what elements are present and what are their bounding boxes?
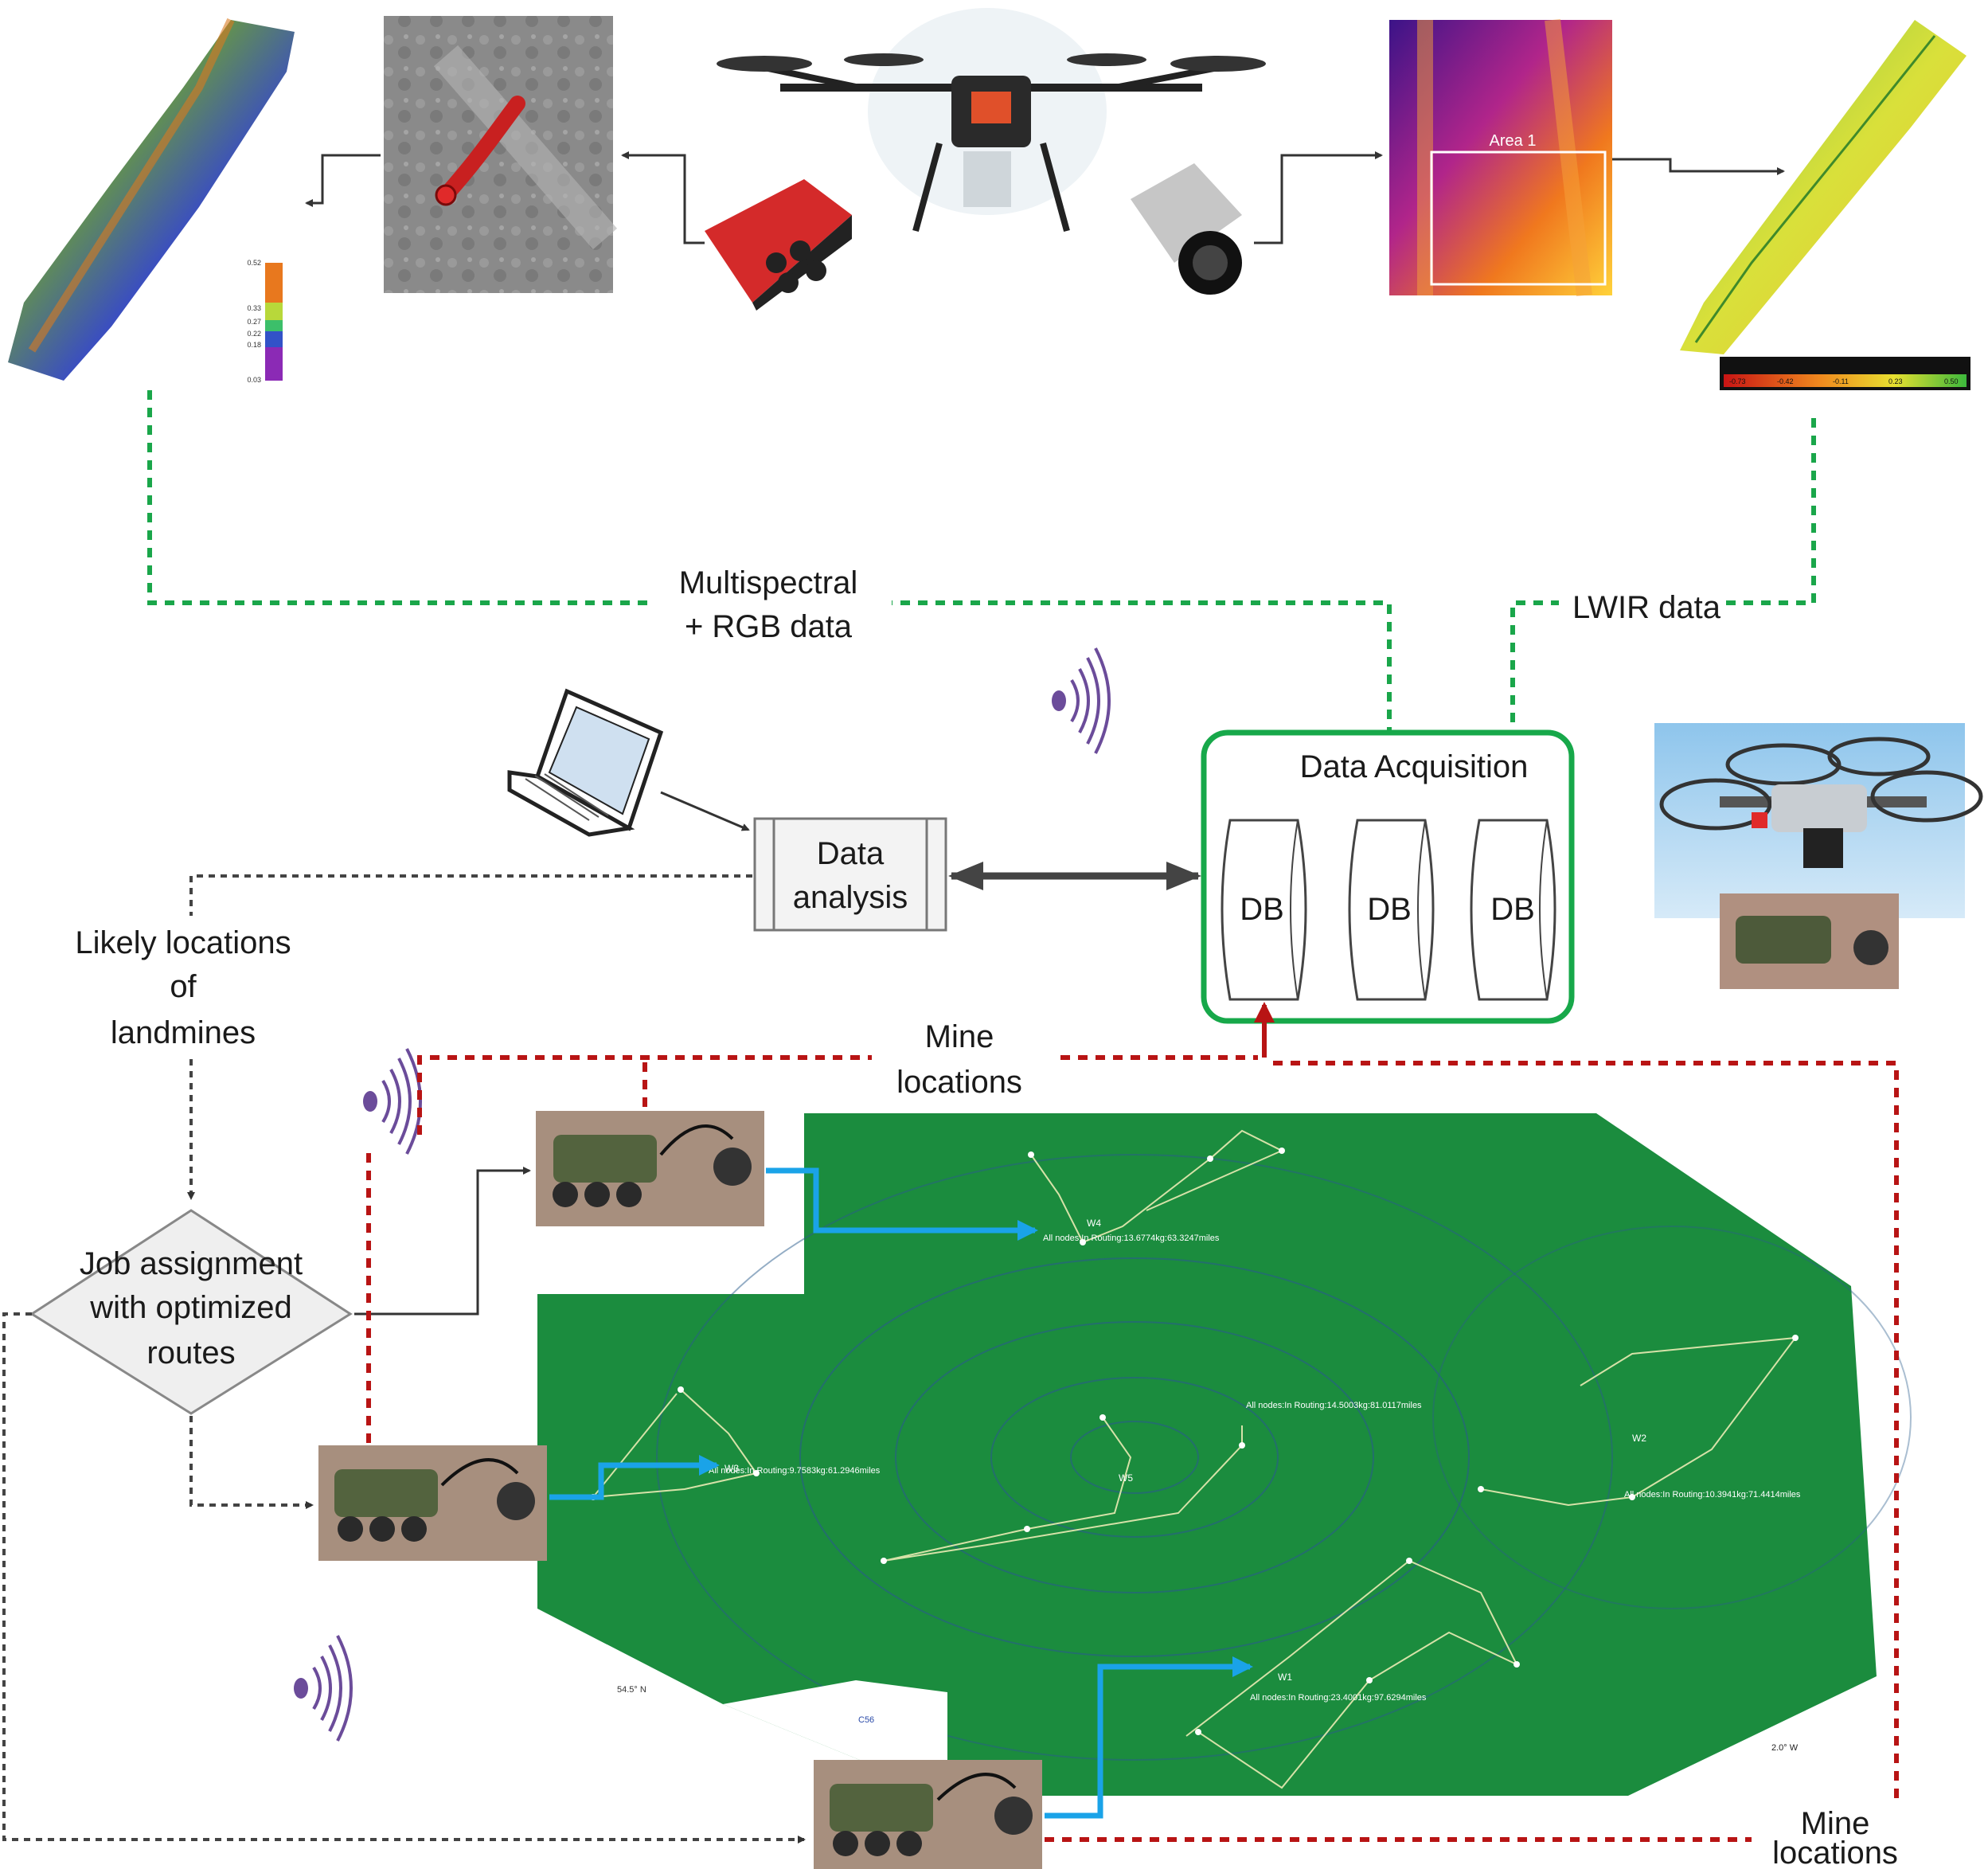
db-label-2: DB (1367, 892, 1412, 927)
database-cylinder-2: DB (1348, 819, 1435, 1001)
legend-left-0: 0.52 (247, 259, 261, 267)
robot2-route-arrow (549, 1455, 720, 1500)
left-colorbar-legend: 0.52 0.33 0.27 0.22 0.18 0.03 (247, 259, 283, 384)
multispectral-label: Multispectral (679, 565, 858, 600)
laptop-icon (507, 688, 664, 837)
data-analysis-label-2: analysis (793, 880, 908, 915)
wireless-signal-icon (1052, 647, 1111, 754)
map-longitude-label: 2.0° W (1771, 1743, 1799, 1753)
legend-right-1: -0.42 (1777, 377, 1794, 385)
legend-right-3: 0.23 (1888, 377, 1903, 385)
db-label-3: DB (1490, 892, 1535, 927)
camera-to-rgb-arrow (621, 151, 705, 244)
job-to-robot2-arrow (189, 1416, 314, 1509)
job-to-robot3-arrow (2, 1312, 806, 1844)
legend-left-5: 0.03 (247, 376, 261, 384)
robot-1-image (536, 1111, 764, 1226)
rgb-data-label: + RGB data (685, 609, 853, 644)
mine-locations-mid-label-1: Mine (925, 1019, 994, 1054)
data-analysis-label-1: Data (817, 836, 885, 871)
mine-locations-bottom-label-1: Mine (1801, 1806, 1870, 1841)
right-colorbar-legend: -0.73 -0.42 -0.11 0.23 0.50 (1720, 357, 1970, 390)
database-cylinder-1: DB (1221, 819, 1307, 1001)
thermalcam-to-image-arrow (1254, 151, 1383, 244)
legend-left-1: 0.33 (247, 304, 261, 312)
route-w3-label: W3 (725, 1463, 739, 1474)
job-to-robot1-arrow (354, 1167, 531, 1316)
rgb-to-map-arrow (305, 154, 381, 207)
job-assignment-diamond: Job assignment with optimized routes (29, 1209, 353, 1415)
legend-right-2: -0.11 (1833, 377, 1849, 385)
mine-locations-mid-label-2: locations (896, 1065, 1022, 1100)
lwir-index-map-image (1680, 20, 1967, 354)
rgb-aerial-image (384, 16, 618, 293)
mine-locations-bottom-label-2: locations (1772, 1836, 1898, 1869)
route-w5-label: W5 (1119, 1472, 1133, 1484)
legend-right-0: -0.73 (1729, 377, 1746, 385)
legend-right-4: 0.50 (1944, 377, 1959, 385)
mine-locations-feedback-bottom (1045, 1061, 1899, 1842)
robot-2-image (318, 1445, 547, 1561)
laptop-to-analysis-arrow (660, 791, 750, 831)
job-assignment-label-3: routes (146, 1335, 235, 1370)
route-w2-summary: All nodes:In Routing:10.3941kg:71.4414mi… (1624, 1490, 1801, 1500)
database-cylinder-3: DB (1470, 819, 1556, 1001)
analysis-to-likely-connector (189, 874, 752, 916)
job-assignment-label-1: Job assignment (80, 1246, 303, 1281)
route-w3-summary: All nodes:In Routing:9.7583kg:61.2946mil… (709, 1466, 881, 1476)
map-node-c56: C56 (858, 1715, 874, 1725)
map-latitude-label: 54.5° N (617, 1685, 646, 1695)
legend-left-4: 0.18 (247, 341, 261, 349)
likely-locations-label-1: Likely locations (75, 925, 291, 960)
thermal-to-index-arrow (1612, 158, 1785, 175)
thermal-area-label: Area 1 (1490, 132, 1537, 150)
wireless-signal-icon (294, 1635, 353, 1742)
spray-drone-image (717, 8, 1266, 233)
route-w2-label: W2 (1632, 1433, 1646, 1444)
job-assignment-label-2: with optimized (89, 1290, 291, 1325)
db-label-1: DB (1240, 892, 1284, 927)
data-acquisition-title: Data Acquisition (1300, 749, 1529, 784)
legend-left-2: 0.27 (247, 318, 261, 326)
route-w1-label: W1 (1278, 1672, 1292, 1683)
likely-locations-label-2: of (170, 969, 197, 1004)
likely-locations-label-3: landmines (111, 1015, 256, 1050)
robot-3-image (814, 1760, 1042, 1869)
thermal-camera-image (1131, 163, 1242, 295)
wireless-signal-icon (363, 1048, 422, 1155)
robot3-route-arrow (1045, 1656, 1253, 1819)
multispectral-camera-image (705, 179, 852, 311)
robot1-route-arrow (766, 1167, 1038, 1241)
multispectral-map-image (8, 18, 295, 381)
legend-left-3: 0.22 (247, 330, 261, 338)
route-w4-label: W4 (1087, 1218, 1101, 1229)
data-analysis-box: Data analysis (753, 817, 947, 932)
lwir-data-label: LWIR data (1572, 590, 1721, 625)
quadcopter-with-robot-image (1654, 723, 1983, 989)
route-w5-summary: All nodes:In Routing:14.5003kg:81.0117mi… (1246, 1401, 1422, 1410)
thermal-lwir-image: Area 1 (1389, 18, 1612, 297)
route-w4-summary: All nodes:In Routing:13.6774kg:63.3247mi… (1043, 1234, 1220, 1243)
route-w1-summary: All nodes:In Routing:23.4001kg:97.6294mi… (1250, 1693, 1427, 1703)
